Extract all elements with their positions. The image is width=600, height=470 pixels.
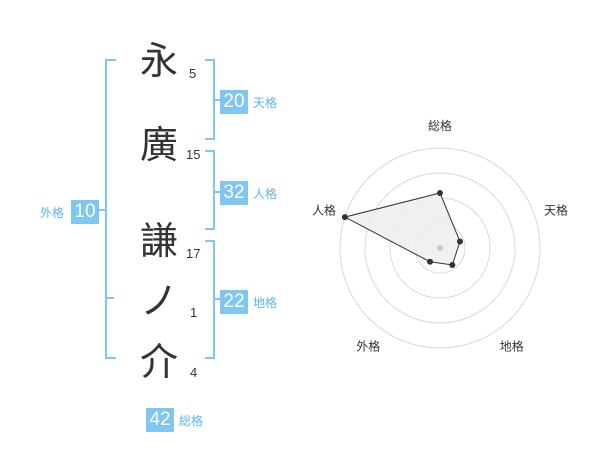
radar-point-4 <box>427 258 434 265</box>
tenkaku-value-badge: 20 <box>220 90 248 114</box>
soukaku-label: 総格 <box>179 414 204 428</box>
name-char-5: 介 <box>140 340 179 384</box>
radar-point-2 <box>456 238 463 245</box>
radar-polygon <box>343 192 461 266</box>
gaikaku-label: 外格 <box>40 206 65 220</box>
stroke-count-3: 17 <box>186 246 201 261</box>
stroke-count-1: 5 <box>189 66 197 81</box>
soukaku-value-badge: 42 <box>146 408 174 432</box>
name-char-2: 廣 <box>140 123 179 167</box>
name-char-1: 永 <box>140 39 179 83</box>
radar-axis-label-1: 総格 <box>428 118 452 133</box>
jinkaku-bracket <box>205 150 215 230</box>
stroke-count-4: 1 <box>190 305 198 320</box>
gaikaku-value-badge: 10 <box>71 200 99 224</box>
tenkaku-label: 天格 <box>253 96 278 110</box>
stroke-count-2: 15 <box>186 147 201 162</box>
radar-point-3 <box>449 261 456 268</box>
name-char-3: 謙 <box>140 219 179 263</box>
jinkaku-label: 人格 <box>253 187 278 201</box>
jinkaku-value-badge: 32 <box>220 181 248 205</box>
radar-center-dot <box>437 245 443 251</box>
chikaku-label: 地格 <box>253 296 278 310</box>
radar-axis-label-4: 外格 <box>356 339 380 354</box>
radar-ring-3 <box>364 172 516 324</box>
radar-axis-label-5: 人格 <box>312 202 336 217</box>
radar-axis-label-2: 天格 <box>544 202 568 217</box>
radar-point-1 <box>437 190 443 196</box>
radar-ring-4 <box>339 147 541 349</box>
radar-point-5 <box>341 214 348 221</box>
radar-axis-label-3: 地格 <box>500 339 524 354</box>
chikaku-value-badge: 22 <box>220 290 248 314</box>
name-char-4: ノ <box>140 279 179 323</box>
stroke-count-5: 4 <box>190 365 198 380</box>
